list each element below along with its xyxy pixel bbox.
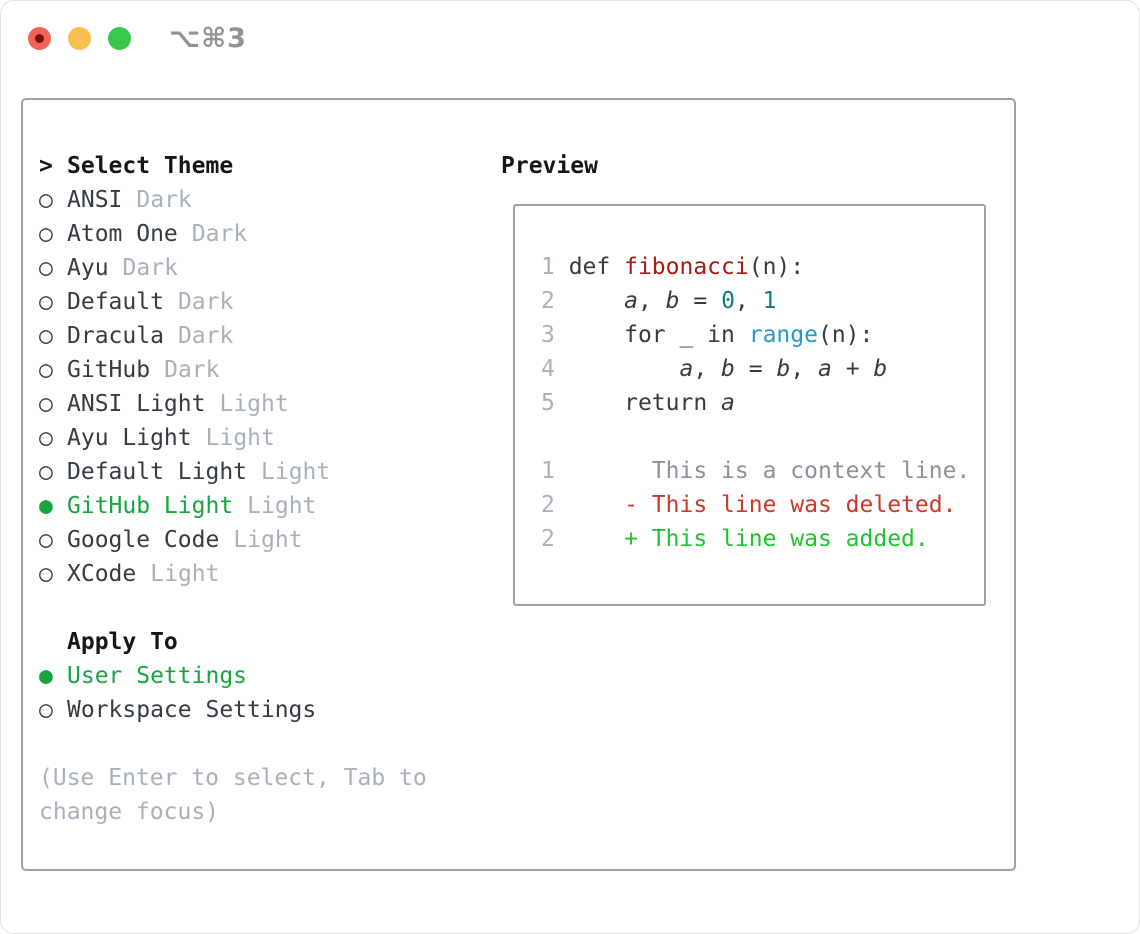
theme-variant-tag: Dark — [177, 323, 234, 349]
marker-spacer — [39, 625, 67, 659]
radio-unselected-icon: ○ — [39, 187, 53, 213]
radio-unselected-icon: ○ — [39, 459, 53, 485]
theme-variant-tag: Light — [205, 425, 275, 451]
theme-item[interactable]: ○ Default Light Light — [39, 455, 427, 489]
code-line: 2 - This line was deleted. — [541, 492, 957, 518]
radio-unselected-icon: ○ — [39, 323, 53, 349]
zoom-button[interactable] — [108, 27, 131, 50]
apply-to-list: ● User Settings ○ Workspace Settings — [39, 659, 427, 727]
theme-variant-tag: Light — [233, 527, 303, 553]
theme-item-label: GitHub — [67, 357, 151, 383]
radio-unselected-icon: ○ — [39, 697, 53, 723]
apply-option-label: Workspace Settings — [67, 697, 317, 723]
theme-variant-tag: Dark — [177, 289, 234, 315]
apply-option[interactable]: ● User Settings — [39, 659, 427, 693]
theme-item[interactable]: ○ Ayu Light Light — [39, 421, 427, 455]
theme-item-label: Dracula — [67, 323, 164, 349]
preview-box: 1 def fibonacci(n): 2 a, b = 0, 1 3 for _ … — [513, 204, 986, 606]
theme-variant-tag: Light — [150, 561, 220, 587]
code-line: 1 This is a context line. — [541, 458, 971, 484]
code-line: 2 + This line was added. — [541, 526, 929, 552]
apply-to-title: Apply To — [67, 629, 178, 655]
apply-option-label: User Settings — [67, 663, 248, 689]
code-line: 2 a, b = 0, 1 — [541, 288, 777, 314]
radio-unselected-icon: ○ — [39, 221, 53, 247]
theme-variant-tag: Dark — [122, 255, 178, 281]
radio-unselected-icon: ○ — [39, 255, 53, 281]
radio-unselected-icon: ○ — [39, 425, 53, 451]
theme-variant-tag: Light — [219, 391, 289, 417]
spacer-row — [39, 591, 427, 625]
minimize-button[interactable] — [68, 27, 91, 50]
radio-unselected-icon: ○ — [39, 289, 53, 315]
theme-variant-tag: Light — [247, 493, 317, 519]
theme-item[interactable]: ○ ANSI Light Light — [39, 387, 427, 421]
theme-item-label: Google Code — [67, 527, 220, 553]
theme-item-label: Default — [67, 289, 164, 315]
theme-item-label: ANSI — [67, 187, 123, 213]
select-theme-title: Select Theme — [67, 153, 234, 179]
code-line — [541, 420, 984, 454]
theme-item[interactable]: ○ XCode Light — [39, 557, 427, 591]
preview-title: Preview — [501, 153, 598, 179]
unsaved-dot-icon — [35, 34, 44, 43]
theme-variant-tag: Dark — [191, 221, 248, 247]
theme-item[interactable]: ● GitHub Light Light — [39, 489, 427, 523]
radio-unselected-icon: ○ — [39, 527, 53, 553]
code-line: 5 return a — [541, 390, 735, 416]
radio-unselected-icon: ○ — [39, 561, 53, 587]
radio-selected-icon: ● — [39, 493, 53, 519]
hint-line-1: (Use Enter to select, Tab to — [39, 765, 427, 791]
theme-item-label: Atom One — [67, 221, 178, 247]
window-title: ⌥⌘3 — [169, 23, 247, 54]
apply-option[interactable]: ○ Workspace Settings — [39, 693, 427, 727]
theme-variant-tag: Dark — [164, 357, 220, 383]
theme-item[interactable]: ○ Google Code Light — [39, 523, 427, 557]
titlebar: ⌥⌘3 — [1, 1, 1139, 75]
theme-item-label: Ayu Light — [67, 425, 192, 451]
radio-unselected-icon: ○ — [39, 391, 53, 417]
theme-item-label: Default Light — [67, 459, 248, 485]
traffic-lights — [28, 27, 131, 50]
code-line: 1 def fibonacci(n): — [541, 254, 805, 280]
theme-item[interactable]: ○ GitHub Dark — [39, 353, 427, 387]
select-theme-header: > Select Theme — [39, 149, 427, 183]
theme-item-label: ANSI Light — [67, 391, 206, 417]
code-line: 4 a, b = b, a + b — [541, 356, 888, 382]
theme-variant-tag: Light — [261, 459, 331, 485]
radio-unselected-icon: ○ — [39, 357, 53, 383]
theme-item[interactable]: ○ Ayu Dark — [39, 251, 427, 285]
theme-item[interactable]: ○ ANSI Dark — [39, 183, 427, 217]
code-line: 3 for _ in range(n): — [541, 322, 874, 348]
hint-line-2: change focus) — [39, 799, 220, 825]
theme-item-label: XCode — [67, 561, 137, 587]
prompt-icon: > — [39, 153, 53, 179]
radio-selected-icon: ● — [39, 663, 53, 689]
close-button[interactable] — [28, 27, 51, 50]
theme-item[interactable]: ○ Atom One Dark — [39, 217, 427, 251]
theme-item[interactable]: ○ Dracula Dark — [39, 319, 427, 353]
code-preview: 1 def fibonacci(n): 2 a, b = 0, 1 3 for _ … — [515, 206, 984, 556]
theme-variant-tag: Dark — [136, 187, 192, 213]
theme-item-label: GitHub Light — [67, 493, 234, 519]
apply-to-header: Apply To — [39, 625, 427, 659]
spacer-row — [39, 727, 427, 761]
theme-item-label: Ayu — [67, 255, 109, 281]
theme-item[interactable]: ○ Default Dark — [39, 285, 427, 319]
